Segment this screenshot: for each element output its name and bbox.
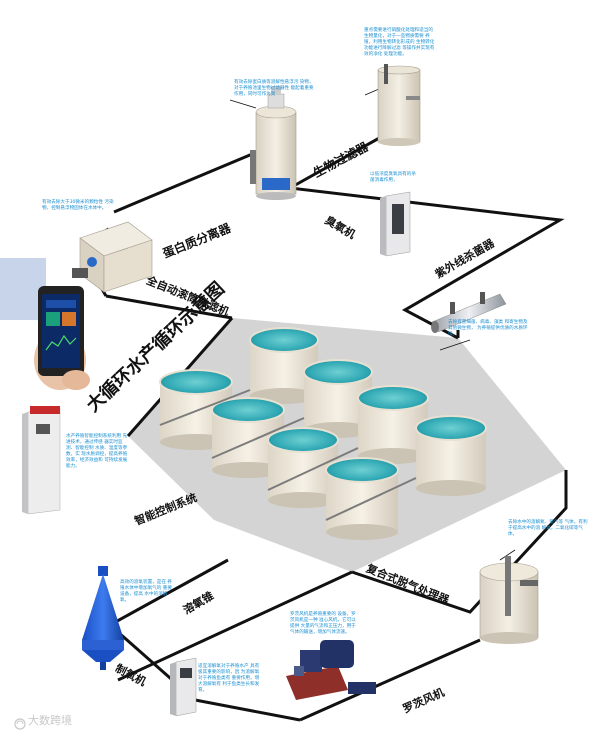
protein-skimmer-device bbox=[250, 86, 297, 200]
note-drum-filter: 有效去除大于30微米的颗粒性 污染物，控制悬浮物固体在水体中。 bbox=[42, 200, 114, 211]
note-uv: 去除有害细菌、病毒、藻类 和寄生物及其他微生物， 为养殖提供优质的水质环境。 bbox=[448, 320, 528, 337]
degassing-device bbox=[479, 556, 539, 644]
tank-platform bbox=[128, 318, 566, 572]
note-control: 水产养殖智能控制系统利用 先进技术，通过传感 器实时监测、智能控制 水质、温度等… bbox=[66, 434, 128, 469]
oxygen-generator-device bbox=[170, 657, 197, 717]
uv-sterilizer-device bbox=[431, 292, 507, 333]
control-cabinet-device bbox=[22, 406, 61, 515]
roots-blower-device bbox=[286, 640, 376, 700]
fish-tanks bbox=[159, 327, 487, 540]
recycle-logo-icon bbox=[14, 718, 26, 730]
phone-illustration bbox=[34, 286, 90, 390]
note-ozone: 以低浓度臭氧具有的杀 菌消毒作用， bbox=[370, 172, 416, 183]
drum-filter-device bbox=[72, 221, 153, 293]
note-protein-skimmer: 有效去除蛋白质等溶解性悬浮污 染物，对于养殖池里生物过滤器性 能起着重要作用，同… bbox=[234, 80, 314, 97]
note-degassing: 去除水中的溶解氮、氨气等 气体，有利于提高水中的溶 解氧，二氧化碳等气体。 bbox=[508, 520, 588, 537]
bio-filter-device bbox=[377, 64, 421, 146]
note-roots-blower: 罗茨风机是养殖重要的 设备，罗茨风机是一种 溢心风机，它可以提供 大量的气流和正… bbox=[290, 612, 356, 635]
note-oxygen-gen: 适宜溶解氧对于养殖水产 具有极其重要的影响，因 为溶解氧对于养殖鱼类有 重要作用… bbox=[198, 664, 260, 693]
note-oxygen-cone: 高效的溶氧装置，是在 养殖水体中增加氧气的 重要设备，提高 水中的溶解氧。 bbox=[120, 580, 172, 603]
watermark: 大数跨境 bbox=[28, 714, 72, 727]
ozone-machine-device bbox=[380, 191, 411, 257]
oxygen-cone-device bbox=[82, 566, 124, 670]
note-bio-filter: 重点需要进行硝酸化处理和适当的 生物量化，对于一些物质需要 养殖，利用生物转化形… bbox=[364, 28, 435, 57]
